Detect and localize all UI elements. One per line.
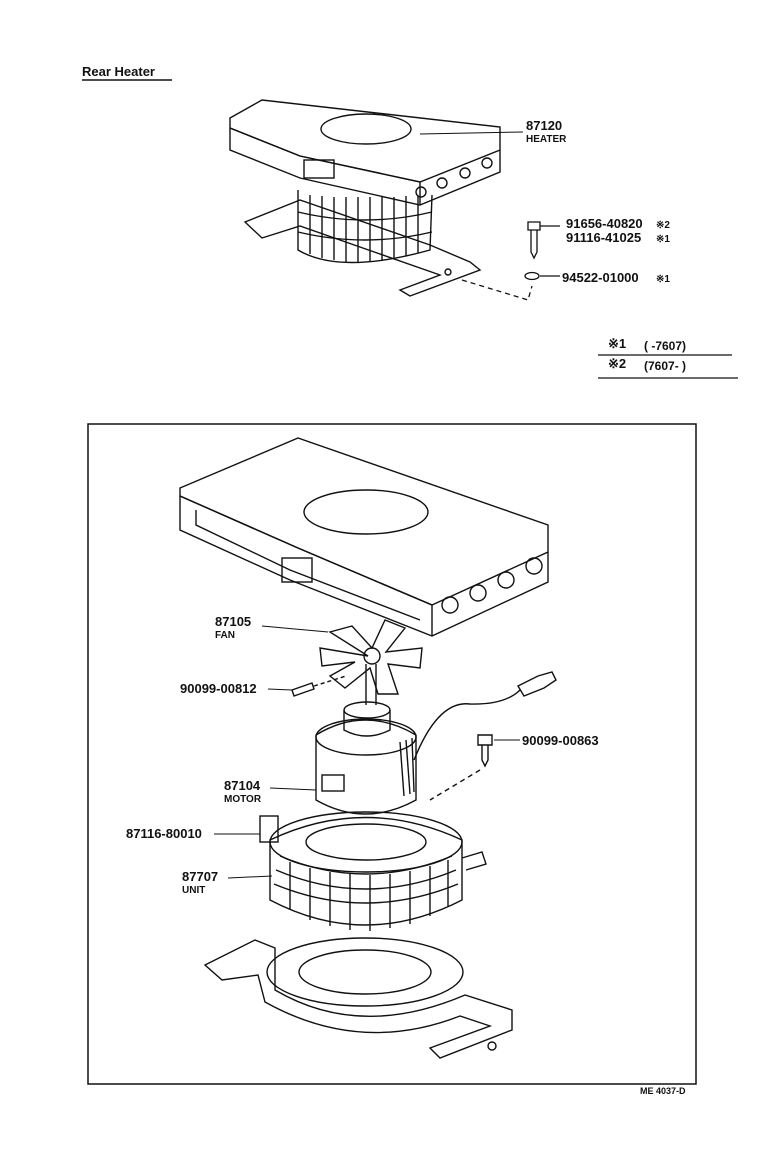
lower-housing-top	[179, 437, 549, 606]
setscrew-part-number: 90099-00812	[180, 681, 257, 696]
note1-text: ( -7607)	[644, 339, 686, 353]
upper-bracket	[243, 199, 482, 297]
heater-core-unit-icon	[269, 816, 463, 926]
screw2-part-number: 91116-41025	[566, 230, 641, 245]
upper-bracket-hole	[444, 268, 452, 276]
unit-part-name: UNIT	[182, 885, 205, 896]
fan-part-name: FAN	[215, 630, 235, 641]
heater-part-number: 87120	[526, 118, 562, 133]
connector-icon	[517, 671, 557, 697]
bracket-part-number: 87116-80010	[126, 826, 202, 841]
figure-code: ME 4037-D	[640, 1086, 686, 1096]
exploded-view-frame	[87, 423, 697, 1085]
lower-top-dome	[303, 489, 429, 535]
upper-fasteners	[419, 131, 560, 301]
setscrew-leader	[267, 688, 293, 691]
fan-icon	[319, 619, 423, 695]
bolt-icon	[477, 734, 493, 768]
heater-assembly-exploded	[179, 437, 557, 1059]
upper-fan-cage	[297, 190, 433, 264]
note2-text: (7607- )	[644, 359, 686, 373]
heater-part-name: HEATER	[526, 134, 567, 145]
note2-mark: ※2	[608, 356, 626, 371]
note1-mark: ※1	[608, 336, 626, 351]
screw1-mark: ※2	[656, 220, 670, 231]
screw1-part-number: 91656-40820	[566, 216, 643, 231]
bracket-clip-icon	[259, 815, 279, 843]
motor-part-number: 87104	[224, 778, 261, 793]
upper-screw-icon	[527, 221, 541, 260]
motor-part-name: MOTOR	[224, 794, 262, 805]
upper-washer-icon	[524, 271, 540, 281]
fan-part-number: 87105	[215, 614, 251, 629]
heater-assembly-upper	[229, 99, 501, 297]
diagram-title: Rear Heater	[82, 64, 155, 79]
motor-icon	[315, 719, 417, 815]
motor-leader	[269, 787, 317, 791]
washer-mark: ※1	[656, 274, 670, 285]
upper-top-dome	[320, 113, 412, 145]
setscrew-icon	[291, 682, 315, 697]
base-plate	[203, 939, 513, 1059]
washer-part-number: 94522-01000	[562, 270, 639, 285]
motor-wire	[413, 689, 521, 761]
fan-leader	[261, 625, 329, 633]
bolt-part-number: 90099-00863	[522, 733, 599, 748]
unit-leader	[227, 875, 273, 879]
unit-part-number: 87707	[182, 869, 218, 884]
screw2-mark: ※1	[656, 234, 670, 245]
